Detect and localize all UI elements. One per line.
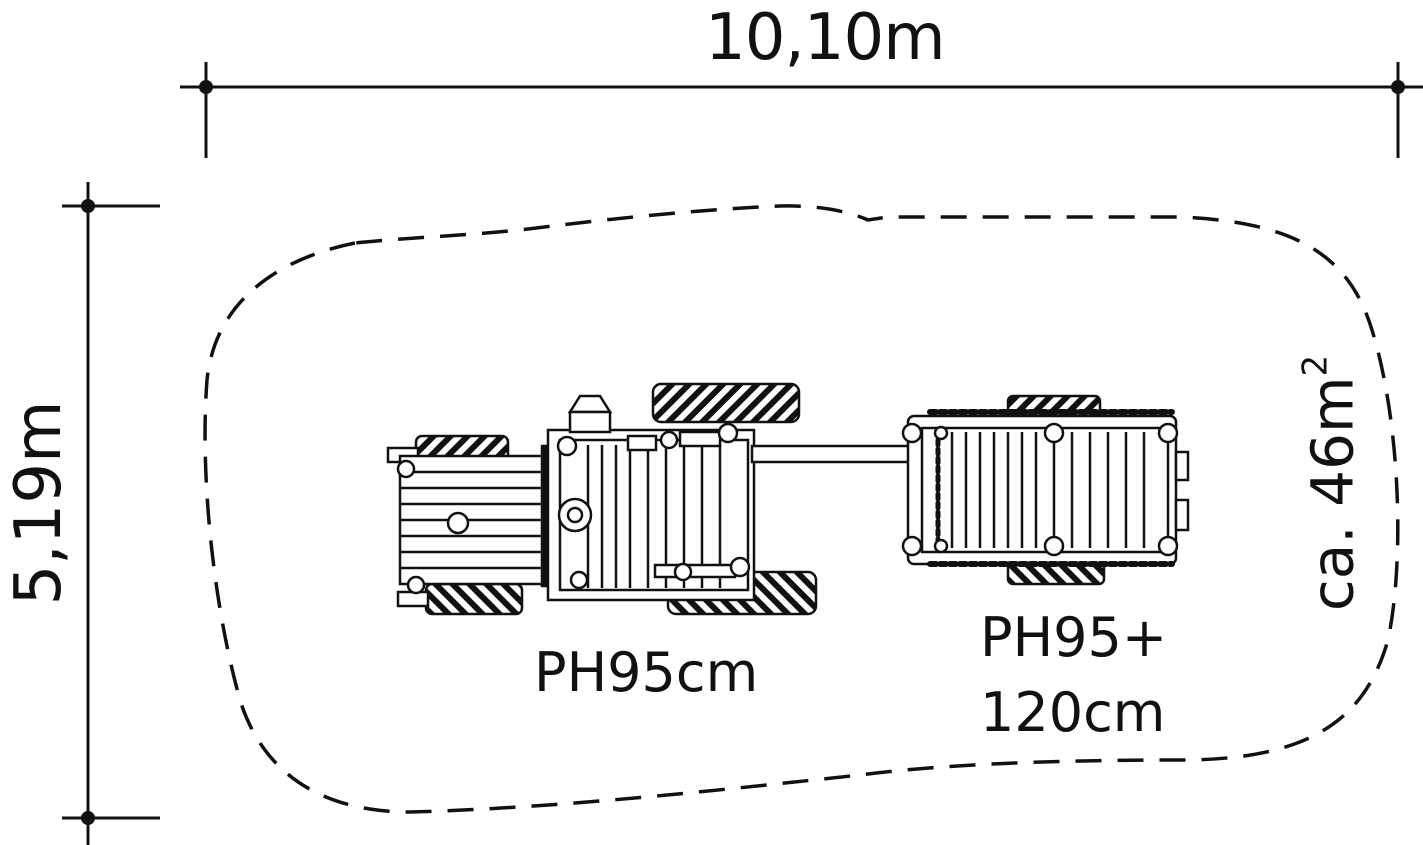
height-dim-dot-top	[81, 199, 95, 213]
width-dim-dot-left	[199, 80, 213, 94]
trailer-platform-height-label-line2: 120cm	[980, 681, 1166, 744]
width-dim-dot-right	[1391, 80, 1405, 94]
trailer-structure	[901, 394, 1190, 586]
height-dim-dot-bottom	[81, 811, 95, 825]
height-dimension-line	[62, 182, 160, 845]
tractor-hitch-bar	[750, 444, 924, 464]
tractor-platform-height-label: PH95cm	[534, 641, 759, 704]
area-label-text: ca. 46m	[1298, 376, 1367, 612]
area-label: ca. 46m2	[1295, 354, 1367, 611]
tractor-rear-wheel-top	[651, 382, 801, 424]
width-dimension-line	[180, 62, 1423, 158]
height-dimension-label: 5,19m	[2, 400, 76, 606]
front-bumper-bottom	[396, 590, 430, 608]
tractor-structure	[386, 382, 924, 616]
safety-zone-outline	[203, 204, 1400, 814]
trailer-platform-height-label-line1: PH95+	[980, 606, 1168, 669]
tractor-front-wheel-bottom	[424, 582, 524, 616]
width-dimension-label: 10,10m	[705, 1, 946, 75]
area-label-superscript: 2	[1295, 354, 1336, 377]
